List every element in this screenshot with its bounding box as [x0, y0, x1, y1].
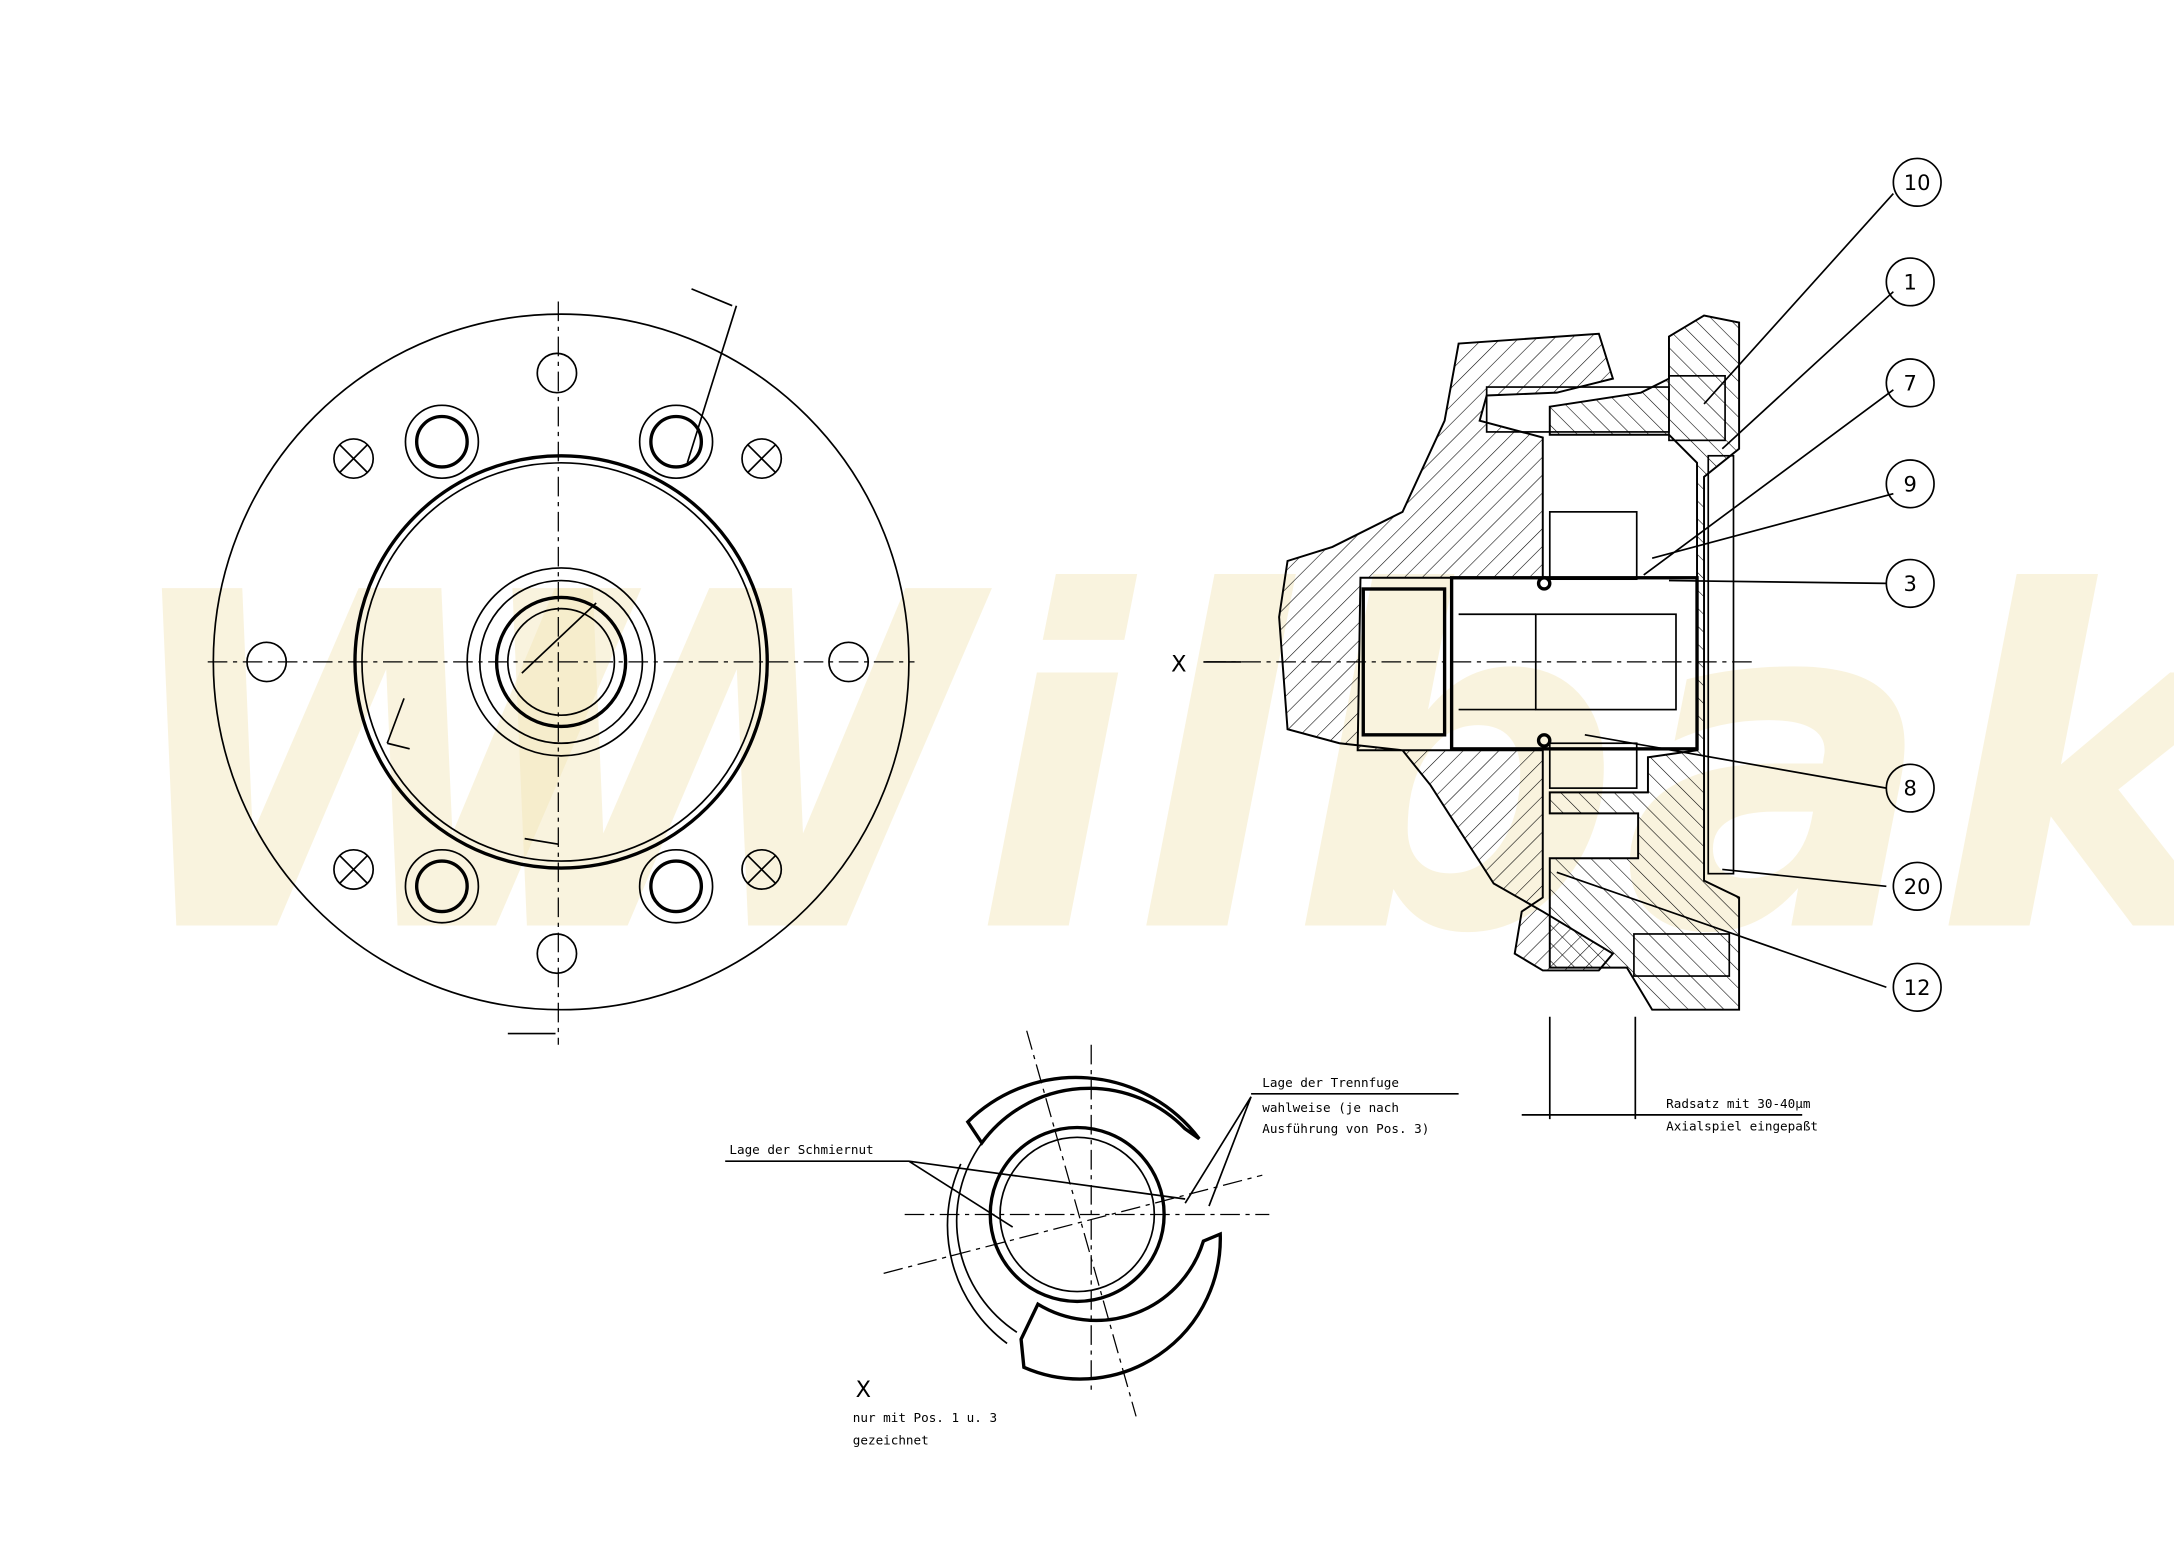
radsatz-note-1: Radsatz mit 30-40µm: [1666, 1096, 1810, 1111]
section-marker: X: [1171, 652, 1186, 678]
svg-text:12: 12: [1904, 975, 1931, 1000]
balloon-3: 3: [1885, 558, 1935, 609]
svg-text:7: 7: [1903, 370, 1916, 395]
section-view: X Radsatz mit 30-40µm Axialspiel eingepa…: [1171, 314, 1818, 1133]
trennfuge-label: Lage der Trennfuge: [1262, 1075, 1399, 1090]
balloon-8: 8: [1885, 763, 1935, 813]
detail-x: Lage der Schmiernut Lage der Trennfuge w…: [725, 1030, 1459, 1447]
bolt-holes: [246, 352, 870, 975]
trennfuge-note-2: Ausführung von Pos. 3): [1262, 1121, 1429, 1136]
balloon-1: 1: [1885, 257, 1935, 307]
crossed-holes: [333, 438, 783, 890]
svg-text:8: 8: [1903, 776, 1916, 801]
trennfuge-note-1: wahlweise (je nach: [1262, 1100, 1399, 1115]
svg-text:9: 9: [1903, 471, 1916, 496]
svg-text:10: 10: [1904, 170, 1931, 195]
balloon-20: 20: [1892, 861, 1942, 911]
balloon-9: 9: [1885, 459, 1935, 509]
balloon-12: 12: [1892, 962, 1942, 1012]
schmiernut-label: Lage der Schmiernut: [729, 1142, 873, 1157]
position-balloons: 10 1 7 9 3 8 20 12: [1556, 157, 1942, 1012]
svg-text:20: 20: [1904, 874, 1931, 899]
balloon-10: 10: [1892, 157, 1942, 207]
front-view: [207, 288, 915, 1045]
svg-text:1: 1: [1903, 269, 1916, 294]
detail-note-1: nur mit Pos. 1 u. 3: [853, 1410, 997, 1425]
socket-bolts: [404, 404, 714, 924]
detail-label: X: [856, 1377, 871, 1403]
balloon-7: 7: [1885, 358, 1935, 408]
svg-text:3: 3: [1903, 571, 1916, 596]
detail-note-2: gezeichnet: [853, 1432, 929, 1447]
radsatz-note-2: Axialspiel eingepaßt: [1666, 1118, 1818, 1133]
